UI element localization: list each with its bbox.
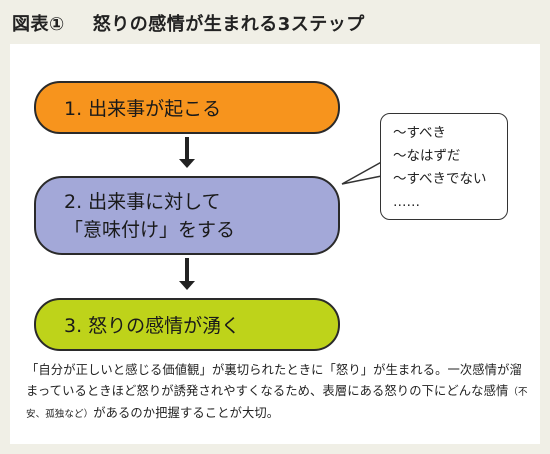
step-2-label-line2: 「意味付け」をする [64,218,236,241]
figure-label: 図表① [12,14,65,35]
step-1-label: 1. 出来事が起こる [64,98,222,120]
bubble-line: 〜なはずだ [393,148,461,164]
caption-note: （不安、孤独など） [26,387,528,420]
bubble-line: 〜すべき [393,125,447,141]
arrow-down-icon [179,258,195,291]
step-3-box: 3. 怒りの感情が湧く [34,298,340,351]
caption: 「自分が正しいと感じる価値観」が裏切られたときに「怒り」が生まれる。一次感情が溜… [26,360,528,425]
step-2-label-line1: 2. 出来事に対して [64,190,221,213]
bubble-line: 〜すべきでない [393,171,487,187]
bubble-line: …… [393,194,420,210]
step-2-box: 2. 出来事に対して 「意味付け」をする [34,176,340,255]
caption-text-1: 「自分が正しいと感じる価値観」が裏切られたときに「怒り」が生まれる。一次感情が溜… [26,363,522,398]
speech-bubble-tail [341,161,382,185]
step-3-label: 3. 怒りの感情が湧く [64,315,241,337]
speech-bubble: 〜すべき 〜なはずだ 〜すべきでない …… [380,113,508,220]
step-1-box: 1. 出来事が起こる [34,81,340,134]
caption-text-2: があるのか把握することが大切。 [93,406,280,420]
figure-title: 図表① 怒りの感情が生まれる3ステップ [12,10,365,36]
diagram-card: 1. 出来事が起こる 2. 出来事に対して 「意味付け」をする 3. 怒りの感情… [10,44,540,444]
figure-title-text: 怒りの感情が生まれる3ステップ [92,14,365,35]
arrow-down-icon [179,137,195,169]
